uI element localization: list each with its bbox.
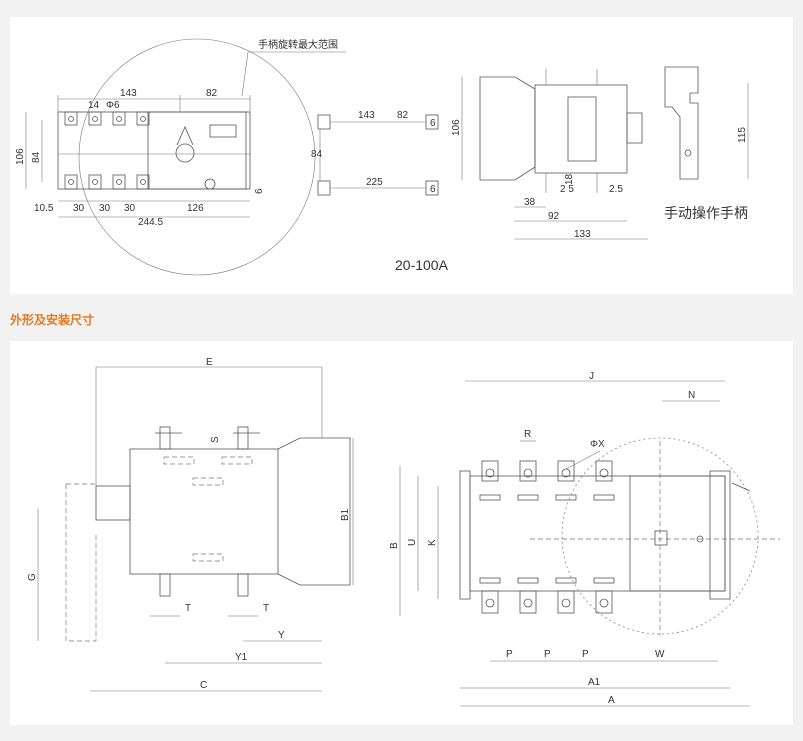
label-E: E	[206, 357, 213, 368]
front-top-terminals	[479, 460, 615, 501]
label-N: N	[688, 390, 695, 401]
dim-82: 82	[206, 88, 218, 99]
front-bottom-terminals	[479, 577, 615, 614]
side-dim-92: 92	[548, 211, 560, 222]
label-B: B	[389, 542, 400, 549]
bottom-drawing-panel: E S B1 G T T Y Y1 C	[10, 341, 793, 725]
side-view-box	[129, 448, 279, 575]
dim-84: 84	[31, 151, 42, 163]
label-Y: Y	[278, 630, 285, 641]
dim-30-b: 30	[99, 203, 111, 214]
label-Y1: Y1	[235, 652, 248, 663]
label-R: R	[524, 429, 531, 440]
lock-icon	[204, 178, 216, 190]
label-S: S	[210, 436, 221, 443]
dim-30-a: 30	[73, 203, 85, 214]
mount-dim-225: 225	[366, 177, 383, 188]
label-W: W	[655, 649, 665, 660]
side-dim-106: 106	[451, 119, 462, 136]
model-label: 20-100A	[395, 257, 449, 273]
mount-hole-bl	[317, 180, 331, 196]
mount-dim-6-a: 6	[430, 118, 436, 129]
label-A1: A1	[588, 677, 601, 688]
label-B1: B1	[340, 508, 351, 521]
mount-hole-tl	[317, 114, 331, 130]
outline-mounting-drawing: E S B1 G T T Y Y1 C	[27, 357, 780, 707]
rotation-range-circle	[561, 437, 759, 635]
label-P1: P	[506, 649, 513, 660]
mount-dim-84: 84	[311, 149, 323, 160]
side-dim-2-5-a: 2 5	[560, 184, 574, 195]
label-phiX: ΦX	[590, 439, 605, 450]
dim-106: 106	[15, 148, 26, 165]
side-dim-18: 18	[564, 173, 575, 185]
manual-handle-drawing	[664, 66, 699, 180]
dim-14: 14	[88, 100, 100, 111]
callout-label: 手柄旋转最大范围	[258, 38, 338, 51]
mount-dim-82: 82	[397, 110, 409, 121]
label-P3: P	[582, 649, 589, 660]
handle-knob-icon	[175, 143, 195, 163]
dim-10-5: 10.5	[34, 203, 54, 214]
label-T1: T	[185, 603, 191, 614]
handle-square-icon	[654, 530, 668, 546]
side-view-cover	[479, 76, 536, 181]
handle-label: 手动操作手柄	[664, 205, 748, 221]
bottom-terminals	[64, 174, 150, 190]
label-C: C	[200, 680, 207, 691]
side-view-body	[534, 84, 628, 174]
mount-dim-143: 143	[358, 110, 375, 121]
section-title: 外形及安装尺寸	[10, 313, 95, 327]
side-view-terminals	[155, 426, 260, 597]
handle-dim-115: 115	[737, 127, 748, 143]
top-drawing-panel: 手柄旋转最大范围 143 82 14 Φ6 106 84 6	[10, 17, 793, 294]
label-K: K	[427, 539, 438, 546]
label-U: U	[407, 539, 418, 546]
callout-leader	[241, 51, 249, 97]
mount-dim-6-b: 6	[430, 184, 436, 195]
side-dim-38: 38	[524, 197, 536, 208]
dim-6: 6	[254, 188, 265, 194]
label-P2: P	[544, 649, 551, 660]
front-view-body	[57, 111, 251, 190]
dim-126: 126	[187, 203, 204, 214]
label-G: G	[27, 573, 38, 581]
front-view-box	[469, 475, 726, 592]
dim-phi6: Φ6	[106, 100, 120, 111]
side-dim-133: 133	[574, 229, 591, 240]
dimension-drawing-20-100a: 手柄旋转最大范围 143 82 14 Φ6 106 84 6	[15, 38, 749, 276]
top-terminals	[64, 111, 150, 126]
side-view-cover	[277, 437, 351, 586]
label-A: A	[608, 695, 615, 706]
label-J: J	[589, 371, 594, 382]
rotation-range-circle	[78, 38, 316, 276]
label-T2: T	[263, 603, 269, 614]
side-dim-2-5-b: 2.5	[609, 184, 623, 195]
dim-143: 143	[120, 88, 137, 99]
dim-30-c: 30	[124, 203, 136, 214]
dim-244-5: 244.5	[138, 217, 163, 228]
